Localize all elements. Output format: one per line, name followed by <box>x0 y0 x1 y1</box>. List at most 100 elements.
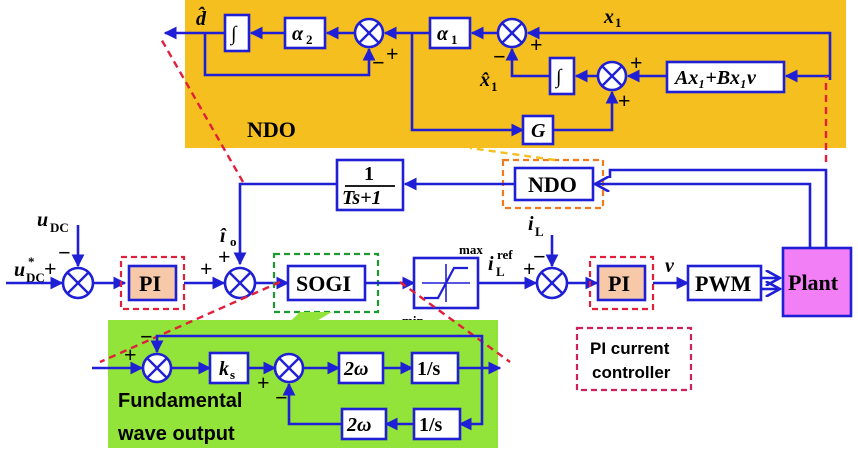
sogi-sum1-plus: + <box>124 342 137 367</box>
ks-block <box>208 351 250 385</box>
ndo-panel-title: NDO <box>247 117 296 142</box>
pwm-block <box>686 264 763 302</box>
x1-label: x <box>603 6 614 28</box>
sum2-plus: + <box>530 32 543 57</box>
voltage-summing-junction <box>61 266 95 300</box>
wire-filter-to-sum <box>233 182 337 266</box>
ndo-summing-junction-2 <box>496 17 528 49</box>
wire-to-g-block <box>410 33 525 137</box>
x1-signal-wire <box>526 26 832 80</box>
io-plus: + <box>218 244 231 269</box>
pi-controller-note-line1: PI current <box>590 339 670 358</box>
filter-numerator: 1 <box>364 163 374 185</box>
pi-current-label: PI <box>608 271 630 296</box>
ndo-integrator-label: ∫ <box>229 23 238 46</box>
filter-block <box>335 158 405 212</box>
il-label: i <box>528 213 534 235</box>
integrator-bottom-label: 1/s <box>419 414 443 436</box>
sum3-plus-1: + <box>630 50 643 75</box>
alpha2-subscript: 2 <box>306 32 313 47</box>
sum3-plus-2: + <box>618 88 631 113</box>
zoom-line-ndo-mid <box>469 146 556 162</box>
io-hat-label: î <box>220 225 227 247</box>
sogi-sum1-minus: − <box>140 324 153 349</box>
pi-out-plus: + <box>200 256 213 281</box>
x1-subscript: 1 <box>615 15 622 30</box>
wire-plant-to-ndo-a <box>595 184 812 248</box>
il-subscript: L <box>535 224 544 239</box>
current-ref-summing-junction <box>223 266 257 300</box>
current-summing-junction <box>535 266 569 300</box>
udc-minus: − <box>58 240 71 265</box>
sogi-block <box>286 264 367 302</box>
udc-ref-superscript: * <box>28 254 35 269</box>
pwm-label: PWM <box>695 271 751 296</box>
alpha1-subscript: 1 <box>451 32 458 47</box>
pi-voltage-frame <box>119 255 186 311</box>
zoom-line-ndo-left <box>158 36 245 183</box>
ks-subscript: s <box>230 367 235 382</box>
udc-ref-plus: + <box>44 256 57 281</box>
pi-controller-note-line2: controller <box>592 363 671 382</box>
wire-2w-bottom-to-sum2 <box>282 382 342 426</box>
alpha1-block <box>428 16 472 50</box>
g-block <box>521 114 555 146</box>
sum2-minus: − <box>493 44 506 69</box>
d-hat-label: d̂ <box>196 5 207 30</box>
udc-subscript: DC <box>50 220 69 235</box>
alpha2-label: α <box>292 23 304 45</box>
wire-plant-to-ndo-b <box>608 168 828 248</box>
x1-integrator-label: ∫ <box>554 66 563 89</box>
ndo-summing-junction-3 <box>596 60 628 92</box>
x1-integrator-block <box>548 56 576 96</box>
sum1-minus: − <box>372 50 385 75</box>
filter-denominator: Ts+1 <box>342 187 382 209</box>
sogi-label: SOGI <box>296 271 351 296</box>
integrator-top-label: 1/s <box>417 358 441 380</box>
ndo-block-label: NDO <box>528 172 577 197</box>
v-label: v <box>665 255 675 277</box>
two-omega-bottom-label: 2ω <box>346 414 371 436</box>
pi-current-block <box>596 264 647 302</box>
x1-hat-label: x̂ <box>479 69 490 91</box>
il-minus: − <box>533 244 546 269</box>
sogi-sum2-minus: − <box>275 385 288 410</box>
pi-voltage-label: PI <box>139 271 161 296</box>
g-label: G <box>531 120 546 142</box>
integrator-block-top <box>410 351 460 385</box>
model-label: Ax₁+Bx₁v <box>673 67 757 89</box>
udc-ref-label: u <box>14 259 25 281</box>
sogi-sum2-plus: + <box>257 370 270 395</box>
pi-controller-note-frame <box>575 326 693 392</box>
il-ref-superscript: ref <box>497 247 513 262</box>
wire-g-to-sum3 <box>553 90 619 132</box>
ndo-integrator-block <box>223 13 251 53</box>
sogi-summing-junction-2 <box>273 352 305 384</box>
wire-out-to-int-bottom <box>458 368 484 431</box>
x1-hat-subscript: 1 <box>491 79 498 94</box>
x1-hat-to-sum2-wire <box>505 47 550 78</box>
d-hat-feedback-wire <box>203 33 376 77</box>
udc-label: u <box>37 209 48 231</box>
two-omega-top-label: 2ω <box>343 358 368 380</box>
alpha1-label: α <box>437 23 449 45</box>
sogi-caption-line2: wave output <box>117 423 235 445</box>
plant-label: Plant <box>788 270 839 295</box>
il-ref-subscript: L <box>496 264 505 279</box>
sogi-feedback-outer <box>150 334 484 368</box>
udc-ref-subscript: DC <box>26 270 45 285</box>
sum1-plus: + <box>386 41 399 66</box>
plant-block <box>781 246 853 318</box>
pi-current-frame <box>588 255 655 311</box>
alpha2-block <box>283 16 327 50</box>
ndo-summing-junction-1 <box>353 17 385 49</box>
zoom-line-sogi-right <box>399 281 511 363</box>
il-ref-label: i <box>488 253 494 275</box>
model-block <box>665 60 786 94</box>
pi-voltage-block <box>127 264 178 302</box>
io-subscript: o <box>230 234 237 249</box>
limiter-max-label: max <box>459 242 483 257</box>
sogi-caption-line1: Fundamental <box>118 390 242 412</box>
